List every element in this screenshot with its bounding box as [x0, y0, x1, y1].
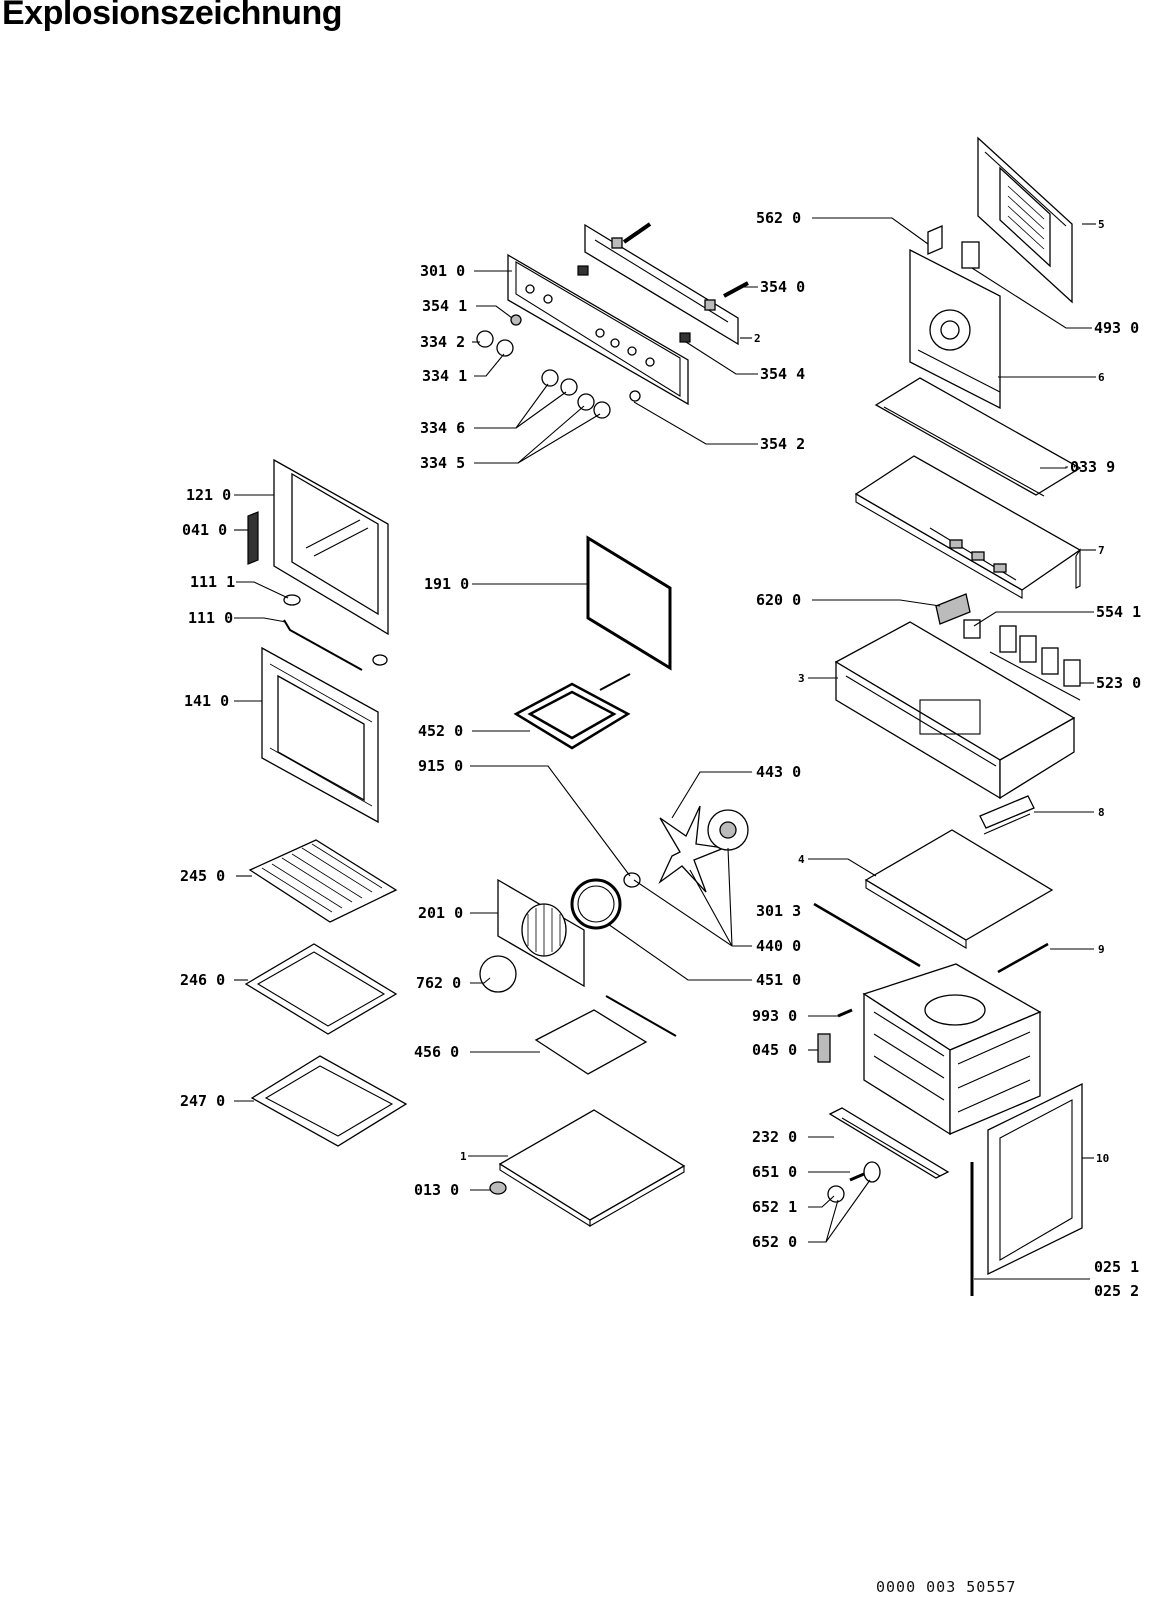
deep-tray [250, 1055, 408, 1147]
callout-493-0: 493 0 [1094, 319, 1139, 337]
callout-6: 6 [1098, 371, 1105, 384]
screw-and-clip [817, 1008, 853, 1063]
callout-452-0: 452 0 [418, 722, 463, 740]
callout-191-0: 191 0 [424, 575, 469, 593]
callout-4: 4 [798, 853, 805, 866]
callout-245-0: 245 0 [180, 867, 225, 885]
bracket-8 [979, 795, 1035, 835]
control-knobs [476, 314, 641, 419]
callout-354-2: 354 2 [760, 435, 805, 453]
callout-334-2: 334 2 [420, 333, 465, 351]
callout-651-0: 651 0 [752, 1163, 797, 1181]
callout-5: 5 [1098, 218, 1105, 231]
round-gasket [479, 955, 517, 993]
callout-045-0: 045 0 [752, 1041, 797, 1059]
switch-pins [577, 222, 749, 343]
plate-4 [864, 829, 1054, 949]
fan-cover [497, 878, 585, 988]
ring-heating-element [570, 878, 622, 930]
callout-041-0: 041 0 [182, 521, 227, 539]
control-board [584, 223, 739, 346]
callout-7: 7 [1098, 544, 1105, 557]
callout-993-0: 993 0 [752, 1007, 797, 1025]
callout-301-3: 301 3 [756, 902, 801, 920]
oven-cavity [862, 963, 1042, 1136]
cooling-fan-housing [909, 225, 1001, 410]
callout-652-1: 652 1 [752, 1198, 797, 1216]
wire-rack [248, 839, 398, 923]
control-panel-frame [507, 253, 689, 406]
door-glass [261, 646, 379, 824]
oven-seal [586, 535, 672, 671]
callout-915-0: 915 0 [418, 757, 463, 775]
document-code: 0000 003 50557 [876, 1578, 1017, 1596]
callout-562-0: 562 0 [756, 209, 801, 227]
door-hinge [247, 511, 259, 565]
callout-620-0: 620 0 [756, 591, 801, 609]
rod-9 [997, 942, 1049, 974]
callout-334-5: 334 5 [420, 454, 465, 472]
callout-354-4: 354 4 [760, 365, 805, 383]
callout-1: 1 [460, 1150, 467, 1163]
callout-8: 8 [1098, 806, 1105, 819]
callout-201-0: 201 0 [418, 904, 463, 922]
callout-3: 3 [798, 672, 805, 685]
grill-element [513, 673, 631, 750]
callout-246-0: 246 0 [180, 971, 225, 989]
leader-lines [234, 217, 1096, 1280]
callout-334-6: 334 6 [420, 419, 465, 437]
callout-440-0: 440 0 [756, 937, 801, 955]
callout-762-0: 762 0 [416, 974, 461, 992]
callout-141-0: 141 0 [184, 692, 229, 710]
page-title: Explosionszeichnung [2, 0, 342, 32]
callout-334-1: 334 1 [422, 367, 467, 385]
callout-2: 2 [754, 332, 761, 345]
callout-523-0: 523 0 [1096, 674, 1141, 692]
side-panel [970, 1082, 1083, 1296]
callout-354-0: 354 0 [760, 278, 805, 296]
callout-9: 9 [1098, 943, 1105, 956]
callout-121-0: 121 0 [186, 486, 231, 504]
door-frame [273, 458, 389, 636]
top-cover [854, 455, 1082, 599]
callout-025-1: 025 1 [1094, 1258, 1139, 1276]
callout-301-0: 301 0 [420, 262, 465, 280]
callout-652-0: 652 0 [752, 1233, 797, 1251]
switches [935, 593, 1081, 701]
adjustable-feet [827, 1161, 881, 1203]
callout-443-0: 443 0 [756, 763, 801, 781]
door-clips [283, 594, 388, 671]
callout-033-9: 033 9 [1070, 458, 1115, 476]
callout-451-0: 451 0 [756, 971, 801, 989]
callout-354-1: 354 1 [422, 297, 467, 315]
bottom-element [534, 995, 677, 1075]
callout-456-0: 456 0 [414, 1043, 459, 1061]
cap-foot [489, 1181, 507, 1195]
callout-labels: 562 0 5 301 0 354 0 354 1 493 0 334 2 2 … [180, 209, 1141, 1300]
callout-111-1: 111 1 [190, 573, 235, 591]
hinge-bracket [828, 1107, 950, 1179]
insulation-mat [874, 377, 1082, 497]
callout-554-1: 554 1 [1096, 603, 1141, 621]
callout-025-2: 025 2 [1094, 1282, 1139, 1300]
chassis [834, 621, 1076, 800]
rear-panel [977, 136, 1073, 304]
bottom-plate [498, 1109, 686, 1227]
rod-301-3 [813, 902, 921, 968]
callout-10: 10 [1096, 1152, 1109, 1165]
callout-232-0: 232 0 [752, 1128, 797, 1146]
callout-247-0: 247 0 [180, 1092, 225, 1110]
convection-fan [623, 805, 749, 893]
baking-tray [244, 943, 398, 1035]
callout-013-0: 013 0 [414, 1181, 459, 1199]
callout-111-0: 111 0 [188, 609, 233, 627]
